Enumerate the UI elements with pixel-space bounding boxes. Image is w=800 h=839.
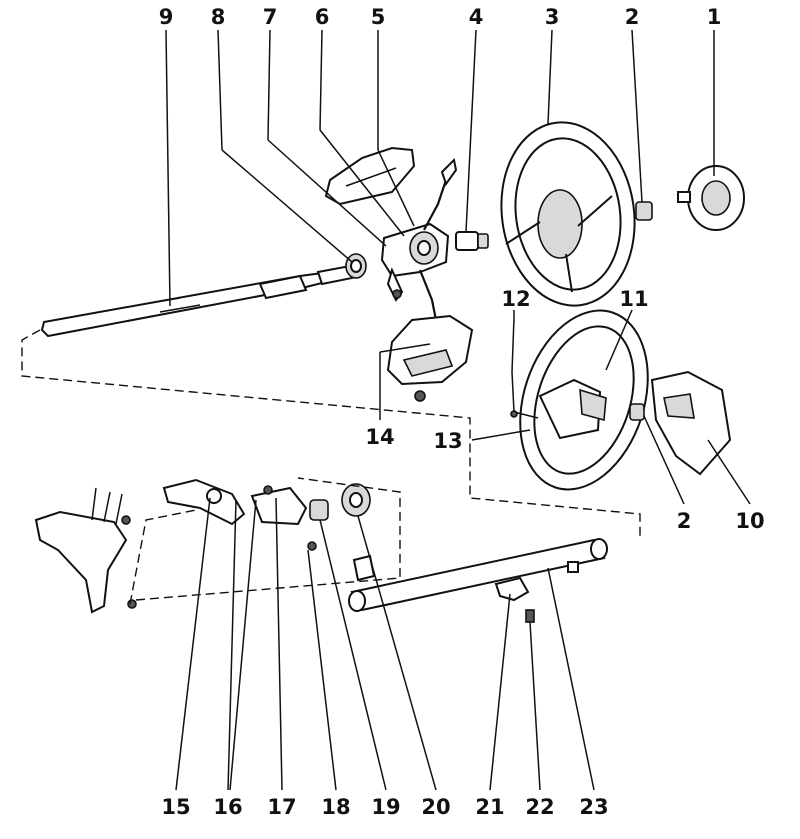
label-part-17: 17 bbox=[267, 795, 296, 819]
spring-19 bbox=[309, 499, 329, 521]
clamp-21 bbox=[494, 576, 530, 602]
label-part-13: 13 bbox=[433, 429, 462, 453]
label-part-7: 7 bbox=[263, 5, 278, 29]
spring-4 bbox=[455, 231, 489, 251]
steering-wheel-11 bbox=[519, 309, 649, 491]
label-part-19: 19 bbox=[371, 795, 400, 819]
bolt-22 bbox=[525, 609, 535, 623]
lower-shroud-14 bbox=[386, 314, 474, 402]
label-part-3: 3 bbox=[545, 5, 560, 29]
label-part-23: 23 bbox=[579, 795, 608, 819]
column-lever-15 bbox=[162, 478, 246, 526]
label-part-8: 8 bbox=[211, 5, 226, 29]
connection-lines bbox=[21, 329, 641, 605]
label-part-6: 6 bbox=[315, 5, 330, 29]
switch-housing bbox=[380, 222, 450, 302]
bearing-ring-8 bbox=[345, 253, 367, 279]
label-part-1: 1 bbox=[707, 5, 722, 29]
label-part-2-upper: 2 bbox=[625, 5, 640, 29]
label-part-2-lower: 2 bbox=[677, 509, 692, 533]
label-part-11: 11 bbox=[619, 287, 648, 311]
label-part-14: 14 bbox=[365, 425, 394, 449]
label-part-22: 22 bbox=[525, 795, 554, 819]
label-part-12: 12 bbox=[501, 287, 530, 311]
airbag-unit-10 bbox=[650, 370, 732, 476]
airbag-wire-12 bbox=[510, 317, 539, 419]
steering-shaft bbox=[40, 264, 354, 338]
nut-2-lower bbox=[629, 403, 645, 421]
label-part-15: 15 bbox=[161, 795, 190, 819]
leader-lines bbox=[165, 29, 751, 791]
indicator-stalk bbox=[423, 157, 458, 231]
label-part-20: 20 bbox=[421, 795, 450, 819]
column-tube-23 bbox=[348, 538, 608, 612]
part-number-labels: 1 2 3 4 5 6 7 8 9 10 11 12 13 14 2 15 16… bbox=[159, 5, 765, 819]
label-part-16: 16 bbox=[213, 795, 242, 819]
mounting-bracket bbox=[34, 487, 137, 614]
label-part-5: 5 bbox=[371, 5, 386, 29]
label-part-18: 18 bbox=[321, 795, 350, 819]
lock-assembly-17 bbox=[250, 485, 317, 551]
label-part-10-lower: 10 bbox=[735, 509, 764, 533]
horn-pad-1 bbox=[677, 165, 745, 231]
label-part-9: 9 bbox=[159, 5, 174, 29]
nut-2-upper bbox=[635, 201, 653, 221]
upper-shroud-5 bbox=[324, 146, 416, 206]
label-part-21: 21 bbox=[475, 795, 504, 819]
bearing-20 bbox=[341, 483, 371, 517]
steering-wheel-3 bbox=[500, 121, 636, 307]
label-part-4: 4 bbox=[469, 5, 484, 29]
